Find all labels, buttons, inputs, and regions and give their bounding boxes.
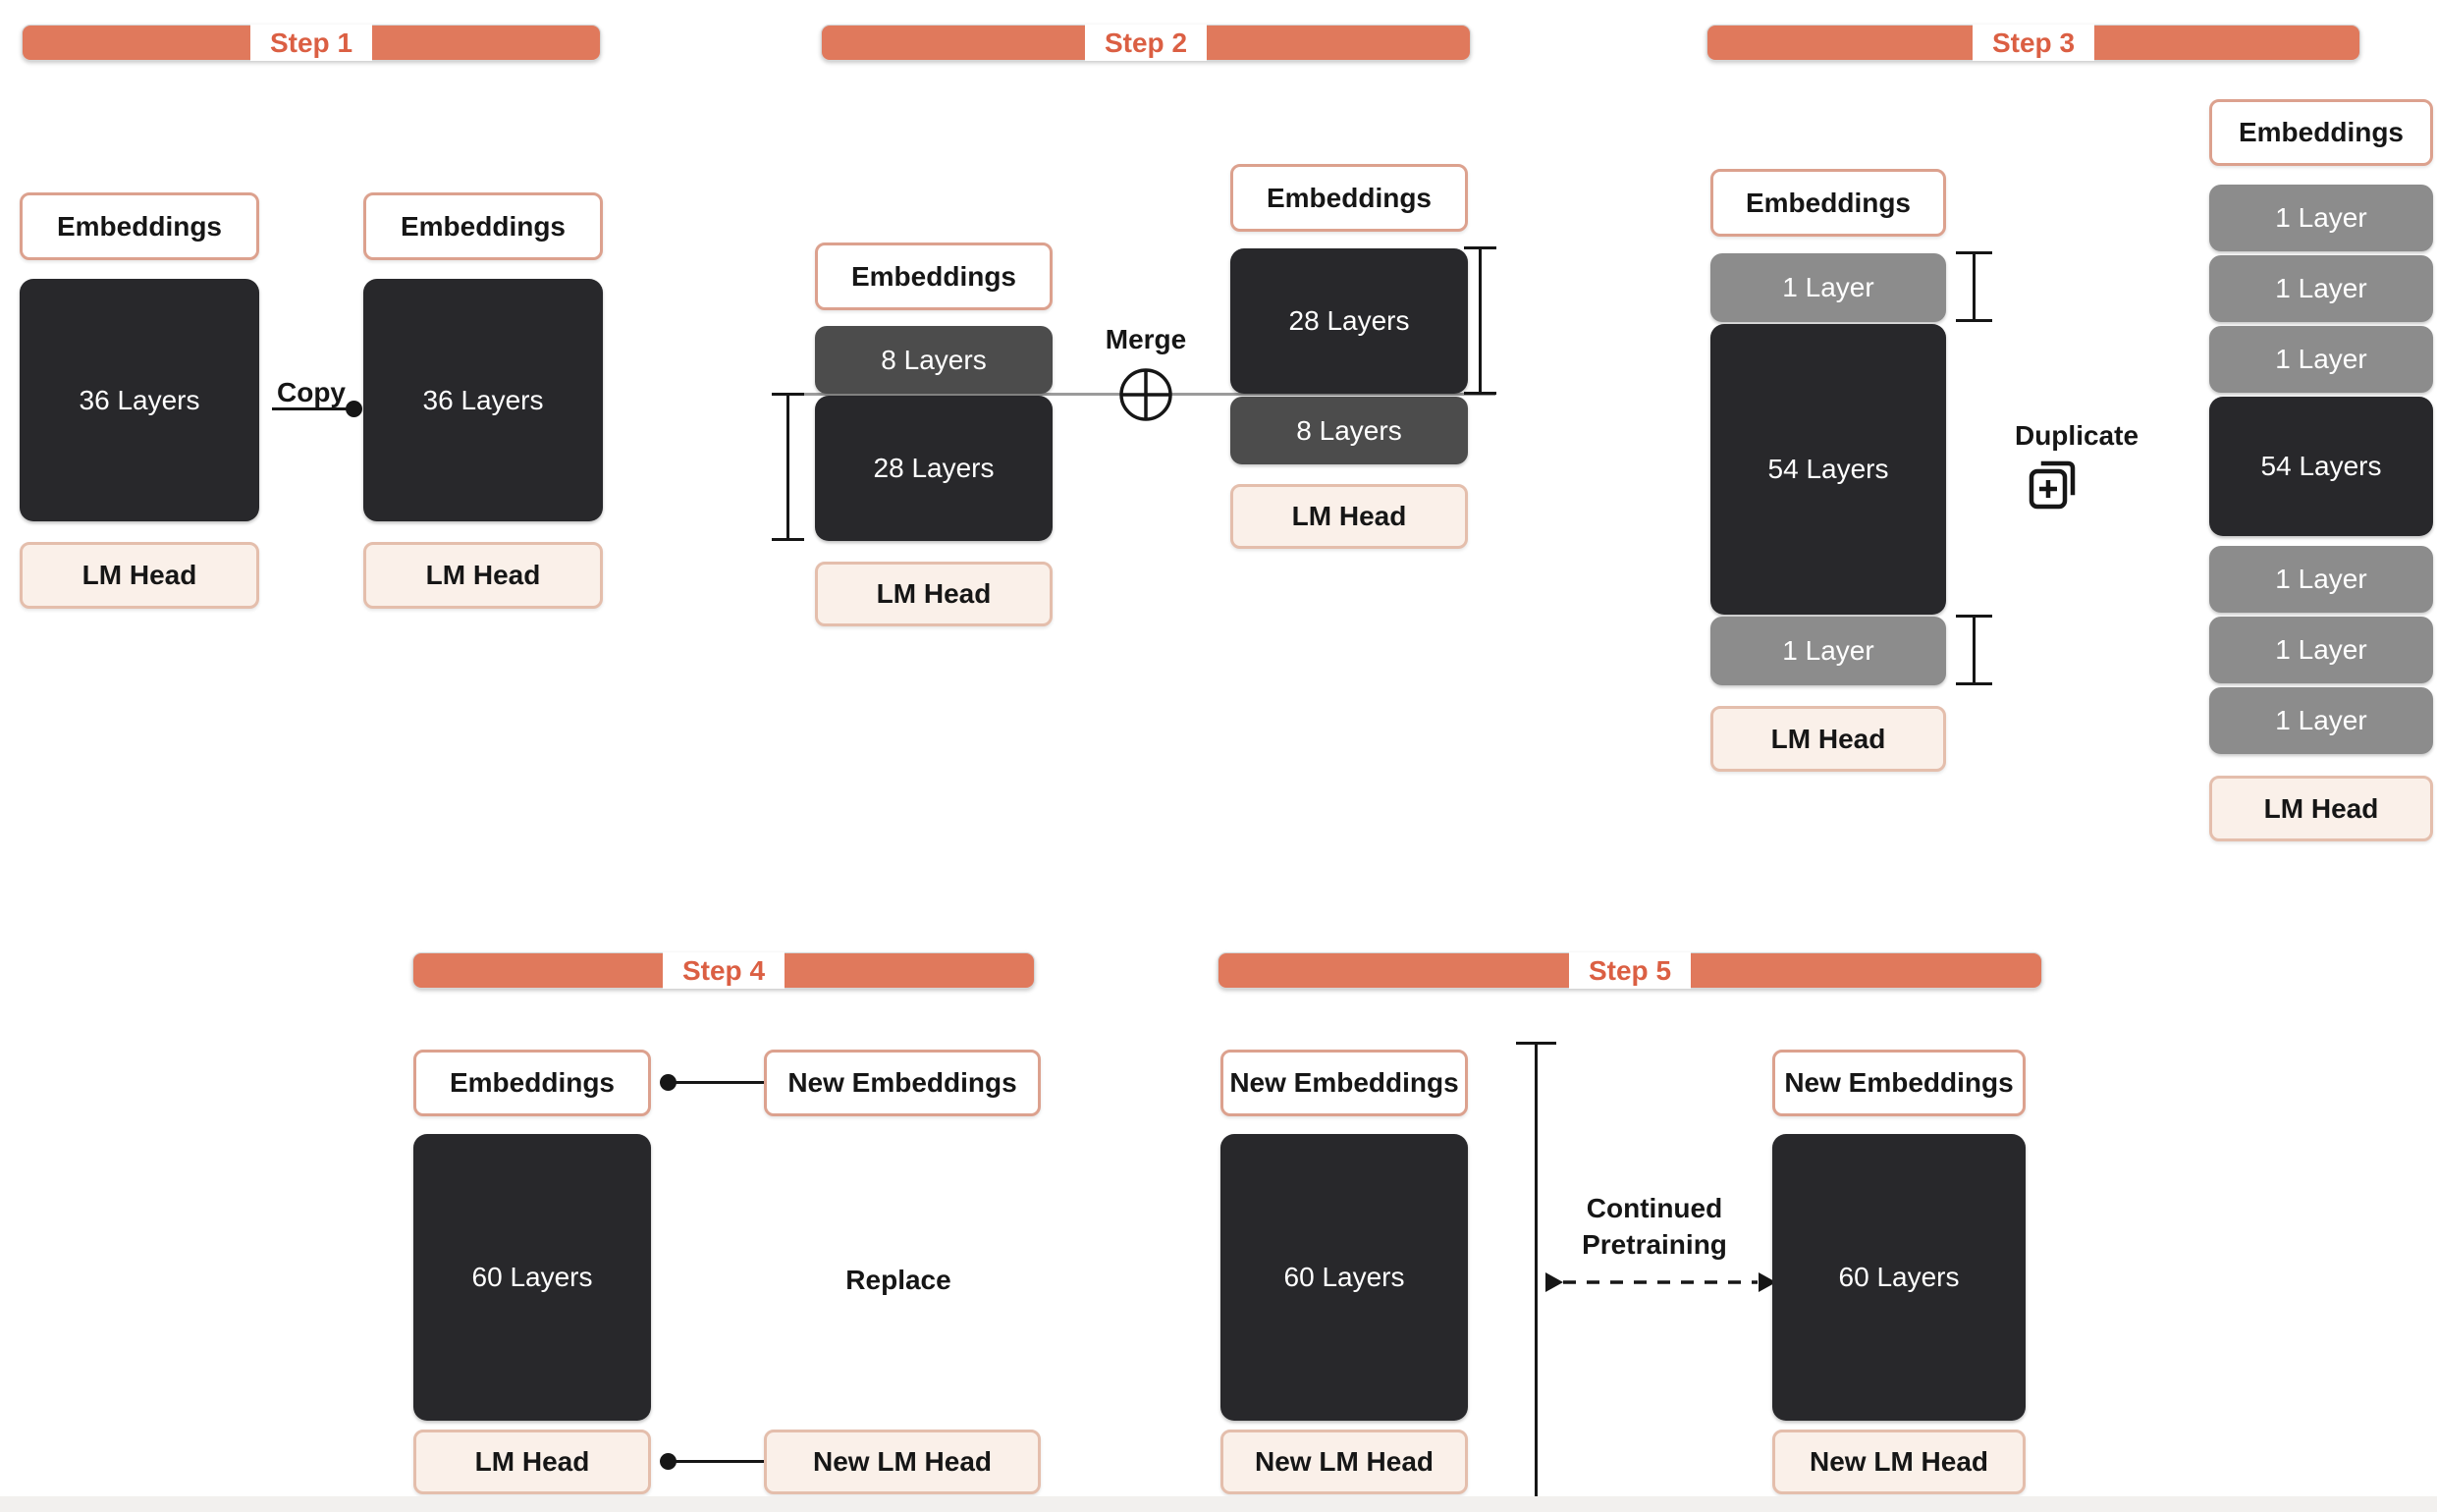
step1-right-layers-box: 36 Layers xyxy=(363,279,603,521)
step2-right-upper-layers-box: 28 Layers xyxy=(1230,248,1468,394)
step3-right-layer-box-1: 1 Layer xyxy=(2209,185,2433,251)
step2-header-chip: Step 2 xyxy=(1084,25,1208,61)
duplicate-pages-plus-icon xyxy=(2029,460,2076,510)
step2-right-embeddings-box: Embeddings xyxy=(1230,164,1468,232)
step5-left-new-embeddings-box: New Embeddings xyxy=(1220,1050,1468,1116)
step3-right-lm-head-box: LM Head xyxy=(2209,776,2433,841)
step1-header-bar: Step 1 xyxy=(22,25,601,61)
step5-right-new-lm-head-box: New LM Head xyxy=(1772,1430,2026,1494)
step3-right-layer-box-4: 1 Layer xyxy=(2209,546,2433,613)
step1-header-chip: Step 1 xyxy=(249,25,373,61)
step5-left-new-lm-head-box: New LM Head xyxy=(1220,1430,1468,1494)
step3-bottom-layer-bracket xyxy=(1973,617,1976,685)
step3-right-embeddings-box: Embeddings xyxy=(2209,99,2433,166)
merge-circle-plus-icon xyxy=(1119,368,1172,421)
step4-embeddings-box: Embeddings xyxy=(413,1050,651,1116)
step3-label: Step 3 xyxy=(1991,27,2076,58)
replace-lm-head-dot-icon xyxy=(660,1453,677,1470)
step2-left-lm-head-box: LM Head xyxy=(815,562,1053,626)
step1-right-lm-head-box: LM Head xyxy=(363,542,603,609)
step1-left-lm-head-box: LM Head xyxy=(20,542,259,609)
continued-pretraining-label-line1: Continued xyxy=(1586,1193,1723,1223)
step3-right-layer-box-2: 1 Layer xyxy=(2209,255,2433,322)
continued-pretraining-label: Continued Pretraining xyxy=(1551,1190,1758,1263)
step3-left-lm-head-box: LM Head xyxy=(1710,706,1946,772)
step2-left-bracket-top-cap xyxy=(772,393,804,396)
step3-header-bar: Step 3 xyxy=(1706,25,2360,61)
step2-right-lower-layers-box: 8 Layers xyxy=(1230,397,1468,464)
step4-header-chip: Step 4 xyxy=(662,952,785,989)
step2-header-bar: Step 2 xyxy=(821,25,1471,61)
replace-embeddings-connector-line xyxy=(669,1081,764,1084)
step3-top-layer-bracket-top-cap xyxy=(1956,251,1992,254)
step5-left-layers-box: 60 Layers xyxy=(1220,1134,1468,1421)
copy-connector-dot-icon xyxy=(346,401,362,417)
step5-header-bar: Step 5 xyxy=(1218,952,2042,989)
duplicate-label: Duplicate xyxy=(2014,420,2139,451)
step3-left-top-layer-box: 1 Layer xyxy=(1710,253,1946,322)
step3-top-layer-bracket-bottom-cap xyxy=(1956,319,1992,322)
step5-model-bracket-top-cap xyxy=(1516,1042,1556,1045)
replace-label: Replace xyxy=(845,1265,951,1295)
step2-left-lower-layers-box: 28 Layers xyxy=(815,396,1053,541)
step5-model-bracket xyxy=(1535,1044,1538,1504)
step2-right-bracket-bottom-cap xyxy=(1464,392,1496,395)
step4-layers-box: 60 Layers xyxy=(413,1134,651,1421)
step2-left-upper-layers-box: 8 Layers xyxy=(815,326,1053,394)
replace-embeddings-dot-icon xyxy=(660,1074,677,1091)
step4-new-lm-head-box: New LM Head xyxy=(764,1430,1041,1494)
copy-connector-line xyxy=(272,407,352,410)
step3-left-embeddings-box: Embeddings xyxy=(1710,169,1946,237)
step2-left-bracket xyxy=(786,395,789,540)
step3-right-layer-box-3: 1 Layer xyxy=(2209,326,2433,393)
continued-pretraining-label-line2: Pretraining xyxy=(1582,1229,1727,1260)
step3-left-layers-box: 54 Layers xyxy=(1710,324,1946,615)
step2-left-embeddings-box: Embeddings xyxy=(815,243,1053,310)
replace-lm-head-connector-line xyxy=(669,1460,764,1463)
step3-bottom-layer-bracket-bottom-cap xyxy=(1956,682,1992,685)
step2-label: Step 2 xyxy=(1104,27,1188,58)
step5-header-chip: Step 5 xyxy=(1568,952,1692,989)
step2-right-bracket-top-cap xyxy=(1464,246,1496,249)
step3-top-layer-bracket xyxy=(1973,253,1976,322)
step3-right-layers-box: 54 Layers xyxy=(2209,397,2433,536)
merge-label: Merge xyxy=(1105,324,1187,354)
step2-right-bracket xyxy=(1479,248,1482,394)
step3-right-layer-box-5: 1 Layer xyxy=(2209,617,2433,683)
page-bottom-strip xyxy=(0,1496,2437,1512)
step4-label: Step 4 xyxy=(681,954,766,986)
step5-label: Step 5 xyxy=(1588,954,1672,986)
step1-label: Step 1 xyxy=(269,27,353,58)
step1-left-layers-box: 36 Layers xyxy=(20,279,259,521)
step4-new-embeddings-box: New Embeddings xyxy=(764,1050,1041,1116)
continued-pretraining-dashed-arrow-icon xyxy=(1545,1272,1776,1292)
step3-bottom-layer-bracket-top-cap xyxy=(1956,615,1992,618)
step3-left-bottom-layer-box: 1 Layer xyxy=(1710,617,1946,685)
step4-header-bar: Step 4 xyxy=(412,952,1035,989)
step3-right-layer-box-6: 1 Layer xyxy=(2209,687,2433,754)
step1-right-embeddings-box: Embeddings xyxy=(363,192,603,260)
step4-lm-head-box: LM Head xyxy=(413,1430,651,1494)
step2-right-lm-head-box: LM Head xyxy=(1230,484,1468,549)
step5-right-layers-box: 60 Layers xyxy=(1772,1134,2026,1421)
step3-header-chip: Step 3 xyxy=(1972,25,2095,61)
step1-left-embeddings-box: Embeddings xyxy=(20,192,259,260)
step5-right-new-embeddings-box: New Embeddings xyxy=(1772,1050,2026,1116)
step2-left-bracket-bottom-cap xyxy=(772,538,804,541)
copy-label: Copy xyxy=(277,377,346,407)
